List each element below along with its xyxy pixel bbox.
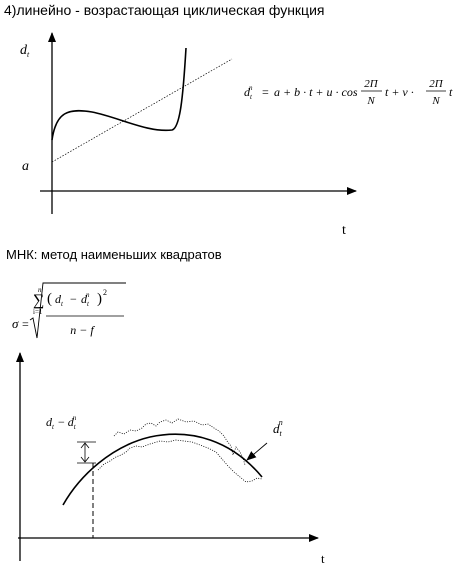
formula1-eq: = xyxy=(262,85,269,99)
graph-1: dt a t xyxy=(20,32,357,238)
formula1-frac1-den: N xyxy=(366,95,375,107)
formula2-sigma: σ xyxy=(12,316,19,331)
formula-1: dtn = a + b · t + u · cos 2Π N t + v · 2… xyxy=(244,78,453,107)
graph2-fitted-curve xyxy=(62,433,263,506)
graph1-cyclic-curve xyxy=(51,47,187,141)
graph2-diff-label: dt−dtn xyxy=(46,414,77,431)
formula2-radical xyxy=(29,282,126,339)
graph2-diff-arrowhead-down xyxy=(80,456,90,463)
formula-2: σ = n ∑ i=1 ( dt − dtn ) 2 n − f xyxy=(12,282,126,339)
graph2-noisy-data-lower xyxy=(97,439,263,483)
formula1-tail: t xyxy=(449,85,453,99)
graph1-y-axis-label: dt xyxy=(20,43,30,59)
graph1-a-label: a xyxy=(22,159,29,174)
graph2-label-pointer xyxy=(246,442,268,461)
formula2-sum-bottom: i=1 xyxy=(33,308,43,316)
graph2-x-axis-label: t xyxy=(321,551,325,566)
formula2-d2: dtn xyxy=(81,291,90,308)
graph2-noisy-data-upper xyxy=(113,418,246,466)
formula1-frac1-num: 2Π xyxy=(364,78,379,90)
heading: 4)линейно - возрастающая циклическая фун… xyxy=(4,2,325,18)
formula2-paren-open: ( xyxy=(47,291,52,307)
formula1-frac2-den: N xyxy=(431,95,440,107)
formula2-minus: − xyxy=(70,292,77,306)
graph2-diff-arrowhead-up xyxy=(80,442,90,449)
formula1-lhs: dtn xyxy=(244,84,253,101)
formula1-terms: a + b · t + u · cos xyxy=(274,85,358,99)
formula2-sum-top: n xyxy=(38,286,42,294)
formula2-paren-close: ) xyxy=(97,291,102,307)
formula2-denominator: n − f xyxy=(70,323,95,337)
graph2-curve-label: dtn xyxy=(273,418,283,438)
graph1-x-axis-label: t xyxy=(342,223,346,238)
formula2-eq: = xyxy=(22,317,29,331)
mnk-label: МНК: метод наименьших квадратов xyxy=(6,247,222,262)
formula2-square: 2 xyxy=(103,288,107,297)
graph-2: dt−dtn dtn t xyxy=(16,352,325,566)
formula2-d1: dt xyxy=(55,292,64,308)
formula2-sum-symbol: ∑ xyxy=(33,292,44,309)
formula1-frac2-num: 2Π xyxy=(429,78,444,90)
formula1-mid: t + v · xyxy=(385,85,414,99)
